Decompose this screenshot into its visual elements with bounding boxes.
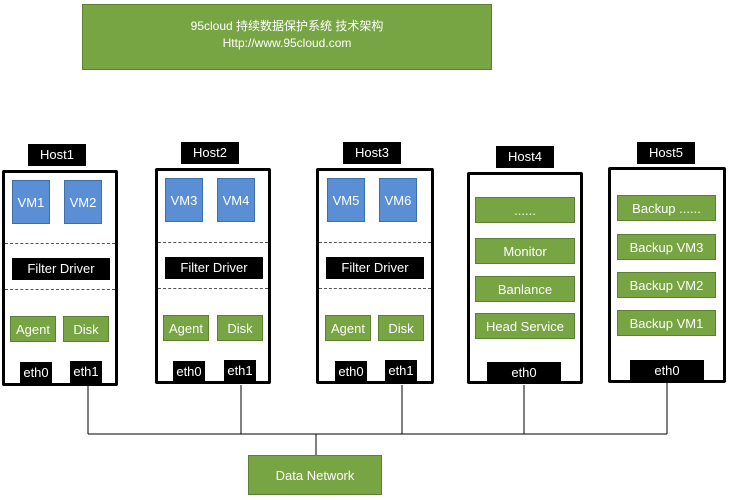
host5-item-backup-vm3[interactable]: Backup VM3 xyxy=(617,234,716,260)
host1-eth0[interactable]: eth0 xyxy=(20,362,52,383)
host3-agent[interactable]: Agent xyxy=(325,315,371,341)
host3-label: Host3 xyxy=(343,142,401,164)
host3-eth0[interactable]: eth0 xyxy=(335,361,367,382)
host2-vm-b[interactable]: VM4 xyxy=(217,178,255,222)
host1-filter-driver[interactable]: Filter Driver xyxy=(12,258,110,280)
title-line-1: 95cloud 持续数据保护系统 技术架构 xyxy=(190,19,384,33)
host1-vm-a[interactable]: VM1 xyxy=(12,180,50,224)
host3-eth1[interactable]: eth1 xyxy=(385,360,417,382)
host1-disk[interactable]: Disk xyxy=(63,316,109,342)
host4-eth0[interactable]: eth0 xyxy=(487,362,561,384)
host2-divider-bottom xyxy=(158,288,268,289)
host1-divider-top xyxy=(5,243,115,244)
host3-filter-driver[interactable]: Filter Driver xyxy=(326,257,424,279)
host1-divider-bottom xyxy=(5,289,115,290)
title-box: 95cloud 持续数据保护系统 技术架构 Http://www.95cloud… xyxy=(82,4,492,70)
host2-divider-top xyxy=(158,242,268,243)
host4-label: Host4 xyxy=(496,146,554,168)
host3-divider-top xyxy=(319,242,431,243)
host5-item-backup-more[interactable]: Backup ...... xyxy=(617,195,716,221)
host4-item-placeholder[interactable]: ...... xyxy=(475,197,575,223)
data-network[interactable]: Data Network xyxy=(248,455,382,495)
host4-item-head-service[interactable]: Head Service xyxy=(475,313,575,339)
host5-item-backup-vm1[interactable]: Backup VM1 xyxy=(617,310,716,336)
host1-eth1[interactable]: eth1 xyxy=(70,361,102,383)
host3-vm-b[interactable]: VM6 xyxy=(379,178,417,222)
host5-eth0[interactable]: eth0 xyxy=(630,360,704,382)
host5-label: Host5 xyxy=(637,142,695,164)
host3-divider-bottom xyxy=(319,288,431,289)
title-line-2: Http://www.95cloud.com xyxy=(222,36,352,50)
host3-disk[interactable]: Disk xyxy=(378,315,424,341)
host5-item-backup-vm2[interactable]: Backup VM2 xyxy=(617,272,716,298)
host2-eth1[interactable]: eth1 xyxy=(224,360,256,382)
host1-label: Host1 xyxy=(28,144,86,166)
host2-filter-driver[interactable]: Filter Driver xyxy=(165,257,263,279)
host2-agent[interactable]: Agent xyxy=(163,315,209,341)
host2-vm-a[interactable]: VM3 xyxy=(165,178,203,222)
host3-vm-a[interactable]: VM5 xyxy=(327,178,365,222)
host1-vm-b[interactable]: VM2 xyxy=(64,180,102,224)
host1-agent[interactable]: Agent xyxy=(10,316,56,342)
host2-disk[interactable]: Disk xyxy=(217,315,263,341)
host2-eth0[interactable]: eth0 xyxy=(173,361,205,382)
host4-item-monitor[interactable]: Monitor xyxy=(475,238,575,264)
host2-label: Host2 xyxy=(181,142,239,164)
host4-item-banlance[interactable]: Banlance xyxy=(475,276,575,302)
